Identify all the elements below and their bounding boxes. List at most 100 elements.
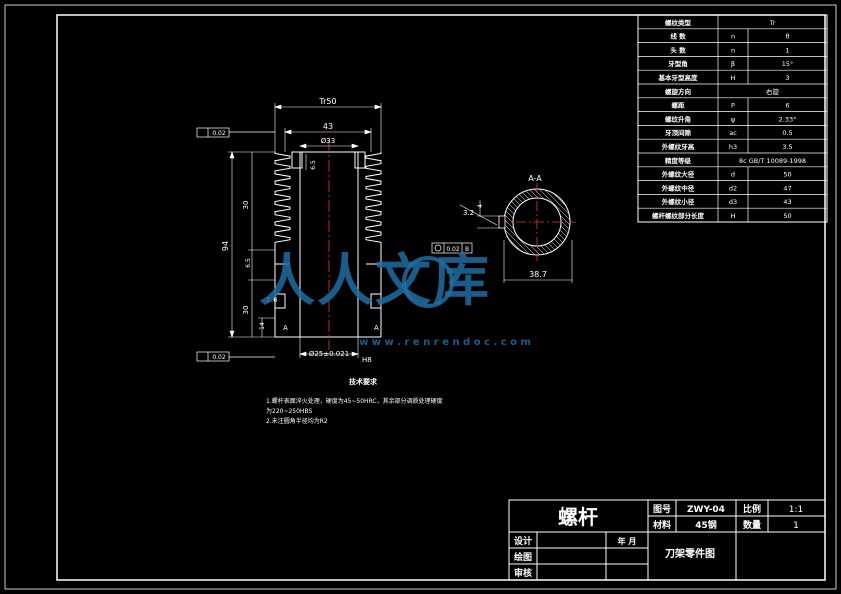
dim-30-upper: 30 [242,201,250,210]
param-symbol: H [731,74,736,82]
param-name: 螺旋方向 [665,87,692,96]
notes-line-2: 为220~250HBS [266,407,312,415]
dim-bore: Ø25±0.021 [309,350,349,358]
runout-frame [431,242,473,254]
sec-dim-3-2: 3.2 [463,209,474,217]
tolerance-frames [196,127,275,362]
notes-line-1: 1.螺杆表面淬火处理，硬度为45~50HRC，其余部分调质处理硬度 [266,397,443,405]
draw-label: 绘图 [514,551,532,563]
sec-dim-4: 4 [477,204,484,208]
param-name: 线 数 [670,32,686,41]
tol-top-value: 0.02 [212,130,226,137]
tol-bottom-value: 0.02 [212,354,226,361]
param-name: 螺杆螺纹部分长度 [652,211,705,220]
drawing-no-label: 图号 [653,504,671,515]
param-name: 螺纹升角 [665,114,691,123]
param-name: 外螺纹大径 [662,170,695,179]
right-thread-profile [365,152,382,280]
param-value: 2.33° [779,115,797,123]
param-name: 头 数 [670,45,686,54]
param-value: Tr [769,19,776,27]
inner-border [56,14,826,581]
param-name: 外螺纹中径 [662,183,695,192]
top-right-slot [354,151,366,169]
title-block [508,499,826,581]
date-label: 年 月 [618,536,637,546]
param-name: 外螺纹牙高 [662,142,695,151]
param-symbol: n [731,46,735,54]
param-name: 牙顶间隙 [665,128,692,137]
dim-tr50: Tr50 [318,97,336,106]
param-value: 3 [785,74,789,82]
section-hatch [504,189,570,255]
section-view [498,183,576,261]
param-symbol: d2 [729,184,737,192]
param-name: 精度等级 [665,156,692,165]
dimension-lines [228,103,382,358]
param-value: 0.5 [782,129,792,137]
param-value: 右旋 [766,87,780,96]
param-symbol: h3 [729,143,737,151]
param-value: 47 [783,184,791,192]
dim-33: Ø33 [321,137,335,145]
groove-left [274,293,286,309]
param-symbol: d3 [729,198,737,206]
material-value: 45钢 [695,519,717,531]
param-symbol: n [731,33,735,41]
watermark-url: w w w . r e n r e n d o c . c o m [359,337,531,348]
sec-dim-38-7: 38.7 [529,270,547,279]
dim-14: 14 [259,322,266,330]
param-value: θ [786,33,790,41]
dim-1-6: 1.6 [266,296,278,304]
param-symbol: H [731,212,736,220]
param-value: 8c GB/T 10089-1998 [739,157,806,165]
param-value: 15° [782,60,794,68]
param-symbol: d [731,171,735,179]
watermark: 人人文库 w w w . r e n r e n d o c . c o m [259,249,531,348]
section-dims [459,200,573,283]
top-left-slot [291,151,303,169]
assembly-name: 刀架零件图 [665,547,715,560]
watermark-text: 人人文库 [259,249,491,314]
param-name: 螺距 [672,101,686,110]
param-value: 3.5 [782,143,792,151]
dim-bore-fit: H8 [362,356,372,364]
section-title: A-A [528,174,542,183]
dim-30-lower: 30 [242,306,250,315]
param-symbol: ac [729,129,737,137]
review-label: 审核 [514,567,532,579]
param-name: 螺纹类型 [665,18,692,27]
qty-value: 1 [793,521,799,531]
notes-line-3: 2.未注圆角半径均为R2 [266,417,328,425]
param-value: 43 [783,198,791,206]
dim-6-5: 6.5 [245,258,252,268]
scale-label: 比例 [743,503,761,515]
param-name: 外螺纹小径 [662,197,695,206]
param-value: 6 [785,102,789,110]
param-value: 50 [783,171,791,179]
part-name: 螺杆 [558,505,598,529]
design-label: 设计 [514,535,532,547]
dimension-arrows [229,104,382,357]
scale-value: 1:1 [789,505,803,515]
runout-datum: B [465,246,469,253]
material-label: 材料 [652,519,671,531]
dim-slot: 6.5 [310,160,317,170]
groove-right [370,293,382,309]
notes-title: 技术要求 [349,377,378,386]
outer-border [4,4,837,590]
screw-main-view [274,151,382,338]
param-symbol: β [731,60,735,68]
param-symbol: P [731,102,735,110]
drawing-no: ZWY-04 [687,505,725,515]
param-value: 50 [783,212,791,220]
left-thread-profile [274,152,291,280]
section-mark-a-right: A [374,324,379,332]
section-mark-a-left: A [283,324,288,332]
param-value: 1 [785,46,789,54]
dim-94: 94 [221,241,230,251]
dim-43: 43 [323,122,333,131]
param-name: 牙型角 [668,59,688,68]
